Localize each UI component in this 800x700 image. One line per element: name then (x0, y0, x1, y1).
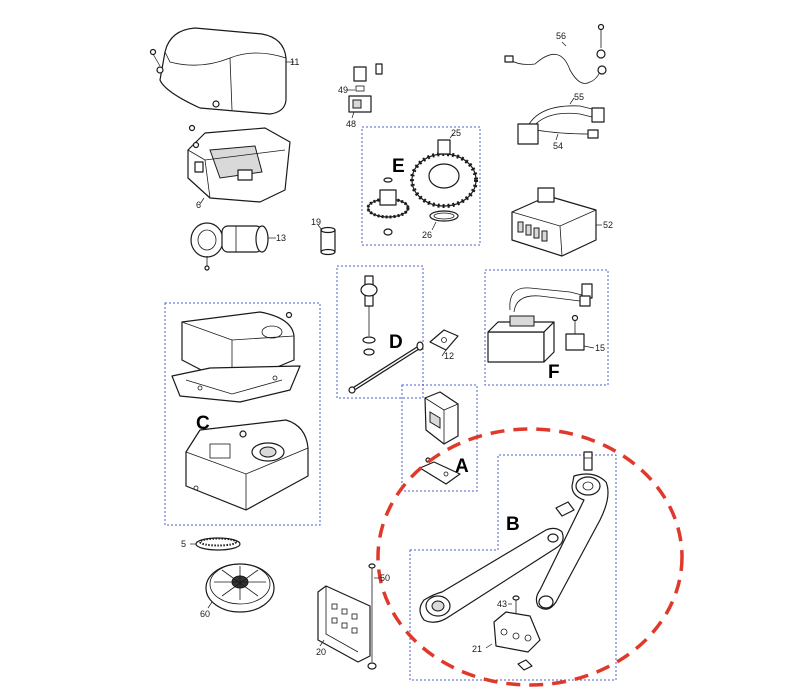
part-number-50: 50 (380, 573, 390, 583)
group-label-f: F (548, 362, 560, 383)
part-number-60: 60 (200, 609, 210, 619)
part-cable-56[interactable]: 56 (504, 23, 607, 84)
part-number-54: 54 (553, 141, 563, 151)
group-label-b: B (506, 514, 520, 535)
part-base-plate[interactable]: 50 20 (316, 563, 390, 670)
group-b-arm-assembly[interactable]: 43 21 (419, 451, 609, 671)
group-box-b (409, 454, 617, 681)
part-number-13: 13 (276, 233, 286, 243)
group-d-shaft-assembly[interactable] (348, 275, 424, 394)
part-number-49: 49 (338, 85, 348, 95)
part-number-12: 12 (444, 351, 454, 361)
part-number-11: 11 (290, 57, 299, 67)
group-f-transformer[interactable]: 15 (487, 283, 605, 363)
group-a-bracket[interactable] (419, 391, 461, 485)
group-label-a: A (455, 456, 469, 477)
group-box-f (484, 269, 609, 386)
group-box-c (164, 302, 321, 526)
part-number-55: 55 (574, 92, 584, 102)
part-motor[interactable]: 13 (190, 222, 286, 271)
group-box-e (361, 126, 481, 246)
group-label-e: E (392, 156, 405, 177)
part-number-26: 26 (422, 230, 432, 240)
part-cover[interactable]: 11 (149, 27, 300, 115)
part-number-56: 56 (556, 31, 566, 41)
part-number-15: 15 (595, 343, 605, 353)
part-ring-5[interactable]: 5 (181, 537, 241, 551)
part-number-48: 48 (346, 119, 356, 129)
part-number-5: 5 (181, 539, 186, 549)
part-number-6: 6 (196, 200, 201, 210)
part-receiver-block[interactable]: 52 (511, 187, 613, 257)
part-number-20: 20 (316, 647, 326, 657)
part-control-chassis[interactable]: 6 (187, 124, 291, 211)
group-e-gears[interactable]: 25 26 (366, 128, 478, 240)
part-spacer[interactable]: 19 (311, 217, 336, 256)
part-number-21: 21 (472, 644, 482, 654)
group-box-d (336, 265, 424, 399)
highlight-circle (376, 427, 684, 687)
part-bracket-12[interactable]: 12 (429, 329, 459, 361)
group-c-housing[interactable] (171, 311, 309, 511)
part-limit-switch[interactable]: 49 48 (338, 63, 383, 129)
group-label-d: D (389, 332, 403, 353)
part-number-52: 52 (603, 220, 613, 230)
part-number-19: 19 (311, 217, 321, 227)
part-pulley[interactable]: 60 (200, 563, 275, 619)
part-wire-harness[interactable]: 55 54 (517, 92, 605, 151)
group-label-c: C (196, 413, 210, 434)
part-number-25: 25 (451, 128, 461, 138)
part-number-43: 43 (497, 599, 507, 609)
